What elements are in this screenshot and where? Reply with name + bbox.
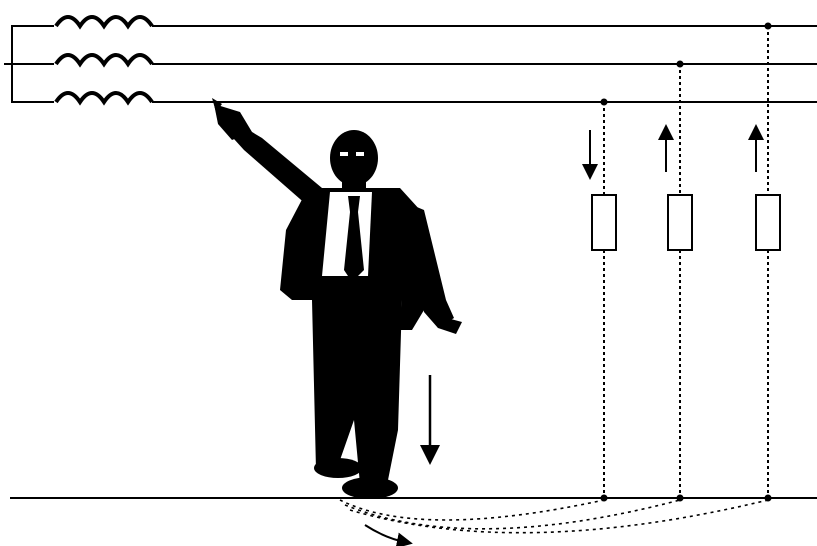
winding-2-icon — [54, 53, 154, 68]
load-branch-2 — [658, 60, 693, 502]
ground-current-arrow-icon — [364, 524, 413, 546]
winding-3-icon — [54, 91, 154, 106]
load-branch-3 — [748, 22, 781, 502]
winding-1-icon — [54, 15, 154, 30]
load-branch-1 — [582, 98, 617, 502]
ground-return-paths — [339, 499, 769, 534]
resistor-1 — [591, 194, 617, 251]
phase-conductors — [152, 25, 817, 103]
resistor-3 — [755, 194, 781, 251]
transformer-windings — [54, 15, 154, 106]
neutral-bracket — [4, 25, 54, 103]
resistor-2 — [667, 194, 693, 251]
person-silhouette — [212, 98, 462, 499]
